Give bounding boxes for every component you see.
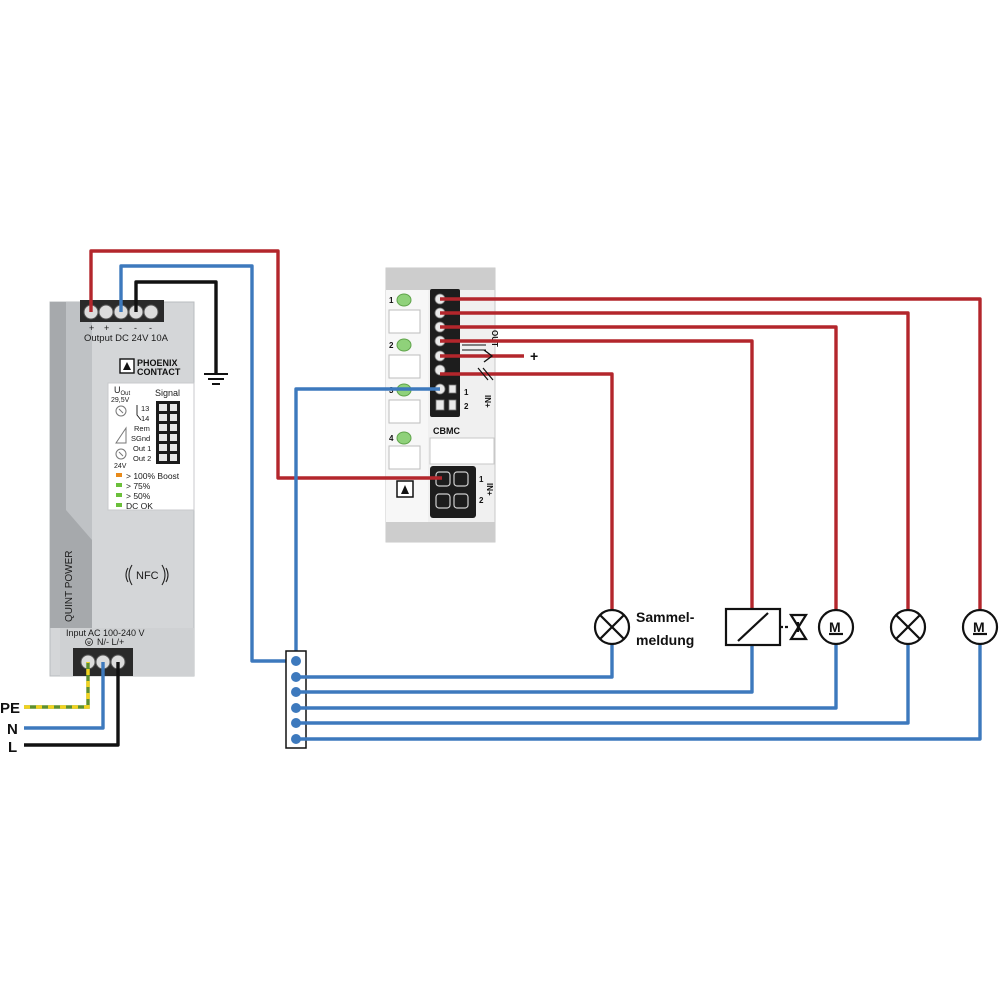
mains-pe-label: PE	[0, 700, 20, 717]
uout-label: UOut	[114, 385, 131, 397]
cbmc-module: 1 2 3 4 OUT IN+ 1 2 CBMC	[385, 267, 499, 543]
nfc-label: NFC	[136, 570, 159, 582]
cbmc-in-pin-2: 2	[464, 402, 469, 411]
series-name: QUINT POWER	[64, 551, 75, 622]
output-polarity-4: -	[134, 323, 137, 333]
distribution-terminal-block	[285, 650, 307, 749]
motor-1-letter: M	[829, 619, 841, 635]
channel-2-led	[396, 338, 412, 352]
sammelmeldung-line-2: meldung	[636, 632, 694, 648]
nfc-icon	[125, 564, 169, 586]
led-label-50: > 50%	[126, 491, 151, 501]
sammelmeldung-line-1: Sammel-	[636, 609, 695, 625]
plus-feed-label: +	[530, 348, 538, 364]
led-label-75: > 75%	[126, 481, 151, 491]
led-dcok	[116, 503, 122, 507]
signal-term-out1: Out 1	[133, 444, 151, 453]
signal-terminal-block	[156, 401, 180, 464]
cbmc-in-pin-1: 1	[464, 388, 469, 397]
load-wiring-negative	[296, 645, 982, 741]
adjust-potentiometer-icon	[115, 405, 127, 417]
cbmc-info-window	[429, 437, 495, 465]
lamp-icon-2	[889, 608, 927, 646]
mains-n-label: N	[7, 721, 18, 738]
motor-icon-2: M	[961, 608, 999, 646]
signal-term-rem: Rem	[134, 424, 150, 433]
channel-2-label: 2	[389, 341, 394, 350]
channel-3-window[interactable]	[388, 399, 421, 424]
led-label-dcok: DC OK	[126, 501, 153, 511]
load-wiring-positive	[440, 297, 982, 609]
signal-term-sgnd: SGnd	[131, 434, 150, 443]
mains-wiring	[24, 662, 120, 747]
phoenix-logo-icon	[119, 358, 135, 374]
led-boost	[116, 473, 122, 477]
uout-min-value: 24V	[114, 463, 127, 470]
channel-4-label: 4	[389, 434, 394, 443]
adjust-potentiometer-icon-2	[115, 448, 127, 460]
ground-icon	[204, 373, 228, 385]
phoenix-logo-icon-cbmc	[396, 480, 414, 498]
motor-2-letter: M	[973, 619, 985, 635]
channel-2-window[interactable]	[388, 354, 421, 379]
channel-4-led	[396, 431, 412, 445]
mains-l-label: L	[8, 739, 17, 756]
cbmc-in-label: IN+	[483, 395, 492, 408]
cbmc-name: CBMC	[433, 426, 460, 436]
channel-4-window[interactable]	[388, 445, 421, 470]
signal-title: Signal	[155, 388, 180, 398]
cbmc-input-terminal-block	[430, 466, 476, 518]
lamp-icon	[593, 608, 631, 646]
signal-term-out2: Out 2	[133, 454, 151, 463]
dc-wiring	[89, 249, 442, 663]
output-rating-label: Output DC 24V 10A	[84, 333, 169, 344]
led-label-boost: > 100% Boost	[126, 471, 180, 481]
led-50	[116, 493, 122, 497]
cbmc-out-divider	[462, 344, 486, 351]
signal-term-14: 14	[141, 414, 149, 423]
motor-icon: M	[817, 608, 855, 646]
power-supply-unit: + + - - - Output DC 24V 10A PHOENIX CONT…	[49, 300, 195, 677]
output-polarity-3: -	[119, 323, 122, 333]
input-terminals-label: N/- L/+	[97, 637, 124, 647]
output-polarity-1: +	[89, 323, 94, 333]
input-rating-label: Input AC 100-240 V	[66, 628, 145, 638]
brand-line-1: PHOENIX	[137, 358, 178, 368]
cbmc-output-terminal-block	[430, 289, 460, 417]
channel-1-led	[396, 293, 412, 307]
signal-terminal-slots	[159, 404, 177, 461]
output-polarity-2: +	[104, 323, 109, 333]
cbmc-in2-label: IN+	[485, 483, 494, 496]
channel-1-window[interactable]	[388, 309, 421, 334]
led-75	[116, 483, 122, 487]
channel-1-label: 1	[389, 296, 394, 305]
voltage-ramp-icon	[115, 426, 127, 444]
cbmc-in2-pin-1: 1	[479, 475, 484, 484]
brand-line-2: CONTACT	[137, 367, 181, 377]
output-polarity-5: -	[149, 323, 152, 333]
plus-feed-arrow-icon	[477, 349, 494, 381]
relay-contact-icon	[136, 405, 142, 421]
cbmc-out-label: OUT	[490, 330, 499, 347]
pe-ground-symbol-icon	[85, 638, 93, 646]
valve-icon	[780, 613, 808, 641]
cbmc-in2-pin-2: 2	[479, 496, 484, 505]
relay-coil-icon	[724, 607, 782, 647]
signal-term-13: 13	[141, 404, 149, 413]
uout-max-value: 29,5V	[111, 397, 130, 404]
